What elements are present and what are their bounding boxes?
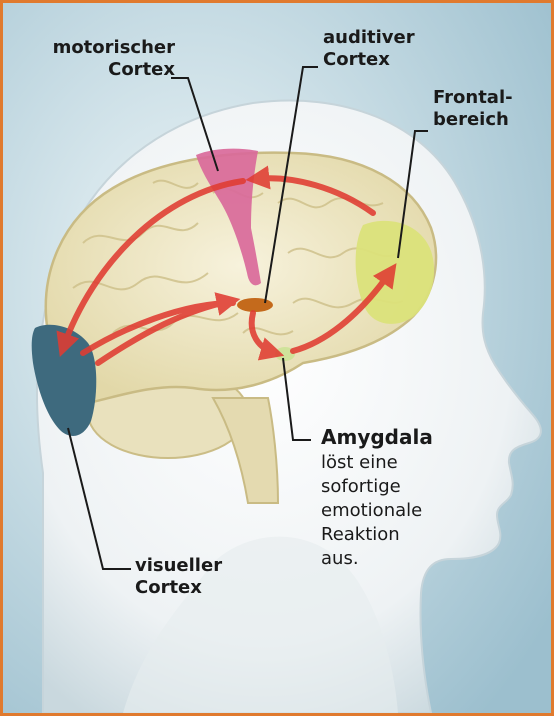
amygdala-desc-line1: löst eine bbox=[321, 451, 422, 475]
label-frontal-area: Frontal- bereich bbox=[433, 87, 513, 131]
label-visual-line2: Cortex bbox=[135, 577, 222, 599]
label-auditory-cortex: auditiver Cortex bbox=[323, 27, 415, 71]
amygdala-desc-line5: aus. bbox=[321, 547, 422, 571]
label-visual-line1: visueller bbox=[135, 555, 222, 577]
label-visual-cortex: visueller Cortex bbox=[135, 555, 222, 599]
amygdala-desc-line3: emotionale bbox=[321, 499, 422, 523]
label-frontal-line2: bereich bbox=[433, 109, 513, 131]
label-motor-cortex: motorischer Cortex bbox=[25, 37, 175, 81]
label-amygdala-title: Amygdala bbox=[321, 426, 433, 448]
label-motor-line2: Cortex bbox=[25, 59, 175, 81]
auditory-cortex-region bbox=[237, 298, 273, 312]
label-amygdala-description: löst eine sofortige emotionale Reaktion … bbox=[321, 451, 422, 571]
label-frontal-line1: Frontal- bbox=[433, 87, 513, 109]
amygdala-desc-line4: Reaktion bbox=[321, 523, 422, 547]
amygdala-desc-line2: sofortige bbox=[321, 475, 422, 499]
label-motor-line1: motorischer bbox=[25, 37, 175, 59]
label-auditory-line2: Cortex bbox=[323, 49, 415, 71]
label-auditory-line1: auditiver bbox=[323, 27, 415, 49]
